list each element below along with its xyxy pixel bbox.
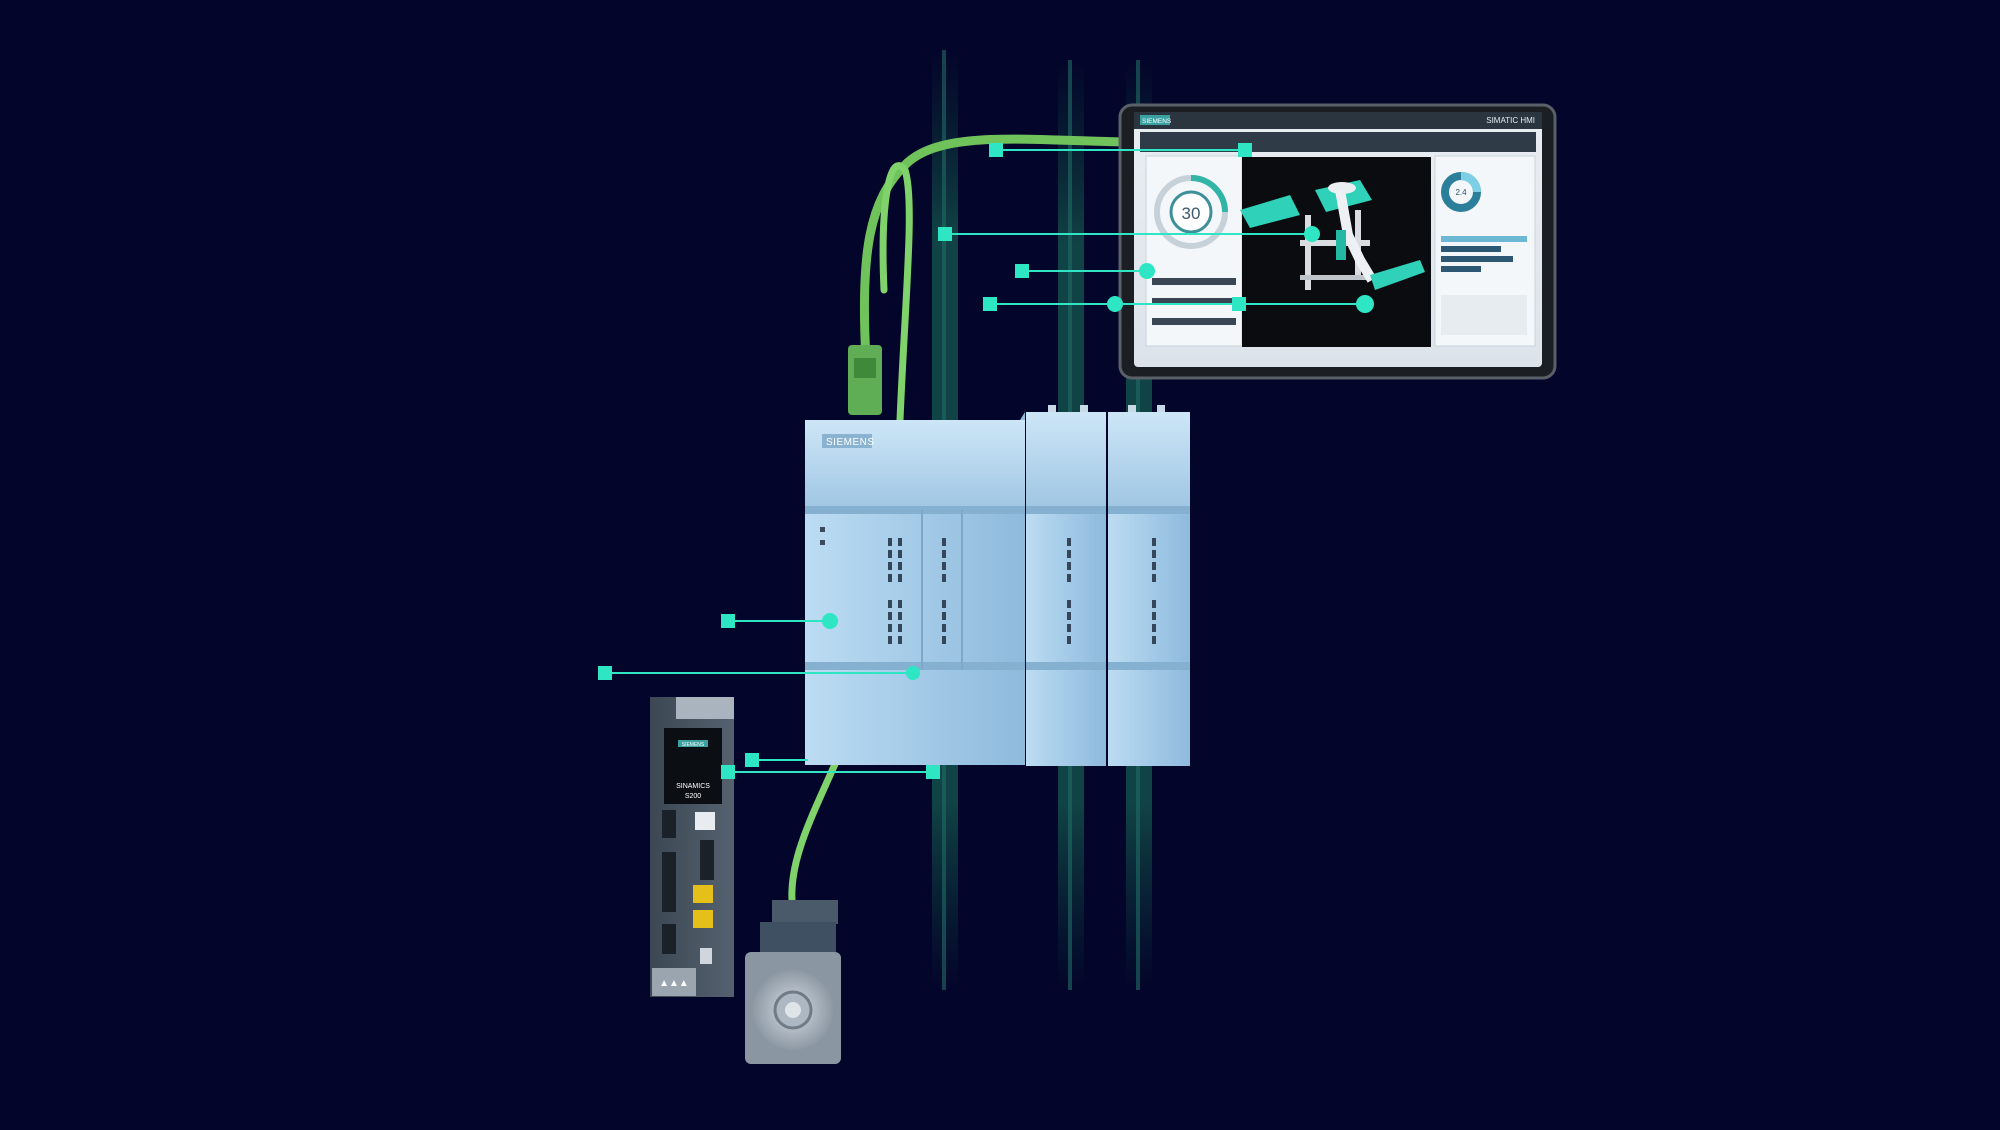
square-marker-icon [983,297,997,311]
circle-node-icon [1356,295,1374,313]
hmi-panel: SIEMENS SIMATIC HMI 30 2.4 [1118,103,1557,380]
drive-model-line1: SINAMICS [676,783,710,790]
drive-sub-d-connector [700,840,714,880]
drive-ethernet-port-2 [693,910,713,928]
plc-io-leds-a [888,538,902,644]
io-module-1-leds [1067,538,1071,644]
circle-node-icon [1304,226,1320,242]
servo-motor [745,900,841,1064]
callouts [598,143,1374,779]
drive-ethernet-port-1 [693,885,713,903]
drive-brand-badge [678,740,708,747]
square-marker-icon [745,753,759,767]
plc-controller: SIEMENS [805,412,1025,765]
plc-cpu-top [805,420,1025,510]
hmi-title: SIMATIC HMI [1486,116,1535,125]
hmi-gauge-value: 30 [1182,204,1201,223]
square-marker-icon [989,143,1003,157]
hmi-log-table [1441,295,1527,335]
square-marker-icon [721,614,735,628]
hmi-slider-1 [1152,278,1236,285]
hmi-slider-2 [1152,298,1236,305]
callout-lines [605,149,1365,773]
square-marker-icon [1232,297,1246,311]
hmi-donut-segment [1460,172,1481,193]
ethernet-connector [848,345,882,415]
circle-node-icon [906,666,920,680]
ethernet-cables [788,134,1130,904]
hmi-brand-badge [1140,115,1170,125]
square-marker-icon [1015,264,1029,278]
drive-terminal-blocks [662,810,676,954]
hmi-bar-1 [1441,236,1527,242]
square-marker-icon [926,765,940,779]
square-marker-icon [1238,143,1252,157]
plc-io-module-1 [1026,412,1106,766]
plc-io-module-2 [1108,412,1190,766]
ethernet-cable-loop [879,162,913,424]
square-marker-icon [598,666,612,680]
ethernet-plug [848,345,882,415]
callout-square-markers [598,143,1252,779]
drive-top-cap [676,697,734,719]
motor-shaft [785,1002,801,1018]
hmi-left-panel [1145,155,1243,347]
drive-warning-label [652,968,696,996]
hmi-bar-3 [1441,256,1513,262]
circle-node-icon [1107,296,1123,312]
motor-housing-top [760,922,836,956]
servo-drive: SIEMENS SINAMICS S200 ▲▲▲ [650,697,734,997]
plc-cpu-leds [820,527,825,545]
square-marker-icon [721,765,735,779]
hmi-bar-4 [1441,266,1481,272]
motor-connector [772,900,838,924]
ethernet-cable-to-motor [788,758,840,904]
drive-rj45-port [695,812,715,830]
machine-model-icon [1240,180,1425,290]
hmi-slider-3 [1152,318,1236,325]
square-marker-icon [938,227,952,241]
drive-brand: SIEMENS [682,742,705,748]
hmi-title-bar [1134,112,1542,129]
plc-brand: SIEMENS [826,437,875,448]
circle-node-icon [1139,263,1155,279]
hmi-bar-2 [1441,246,1501,252]
hmi-donut-value: 2.4 [1455,188,1467,197]
drive-model-line2: S200 [685,793,701,800]
drive-warning-icons: ▲▲▲ [659,978,689,989]
io-module-2-leds [1152,538,1156,644]
plc-lower-rail [805,662,1025,670]
plc-brand-badge [822,434,872,448]
plc-io-leds-b [942,538,946,644]
circle-node-icon [822,613,838,629]
callout-circle-nodes [822,226,1374,680]
hmi-brand: SIEMENS [1142,118,1172,125]
drive-usb-port [700,948,712,964]
hmi-gauge-arc [1190,175,1228,213]
plc-upper-rail [805,506,1025,514]
hmi-gauge-center [1169,190,1213,234]
